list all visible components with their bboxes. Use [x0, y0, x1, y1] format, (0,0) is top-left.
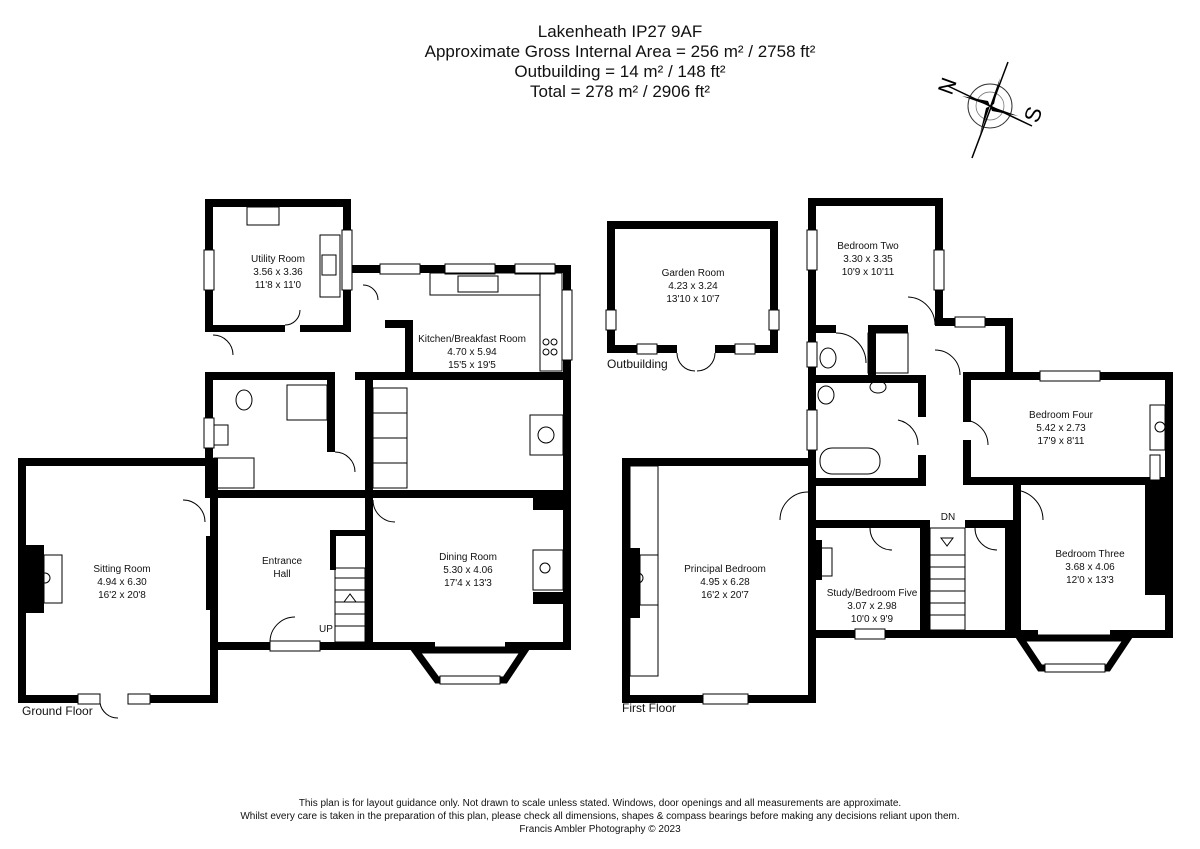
utility-room-imperial: 11'8 x 11'0 — [255, 280, 302, 291]
entrance-hall-name: Entrance — [262, 556, 302, 567]
first-floor-windows — [702, 229, 1161, 705]
utility-room-metric: 3.56 x 3.36 — [253, 267, 303, 278]
ground-floor-fixtures — [39, 206, 564, 719]
principal-bedroom-metric: 4.95 x 6.28 — [700, 577, 750, 588]
total-area: Total = 278 m² / 2906 ft² — [529, 82, 710, 101]
bedroom-four-imperial: 17'9 x 8'11 — [1037, 436, 1084, 447]
utility-room-name: Utility Room — [251, 254, 305, 265]
dn-label: DN — [941, 512, 955, 523]
dining-room-metric: 5.30 x 4.06 — [443, 565, 493, 576]
sitting-room-imperial: 16'2 x 20'8 — [98, 590, 146, 601]
outbuilding-label: Outbuilding — [607, 357, 668, 371]
bedroom-two-imperial: 10'9 x 10'11 — [842, 267, 895, 278]
sitting-room-metric: 4.94 x 6.30 — [97, 577, 147, 588]
first-floor-labels: Bedroom Two 3.30 x 3.35 10'9 x 10'11 Bed… — [622, 241, 1125, 715]
address-title: Lakenheath IP27 9AF — [537, 22, 703, 41]
study-metric: 3.07 x 2.98 — [847, 601, 897, 612]
study-name: Study/Bedroom Five — [827, 588, 918, 599]
bedroom-three-imperial: 12'0 x 13'3 — [1066, 575, 1114, 586]
up-label: UP — [319, 624, 333, 635]
bedroom-three-metric: 3.68 x 4.06 — [1065, 562, 1115, 573]
gross-area: Approximate Gross Internal Area = 256 m²… — [424, 42, 816, 61]
outbuilding-area: Outbuilding = 14 m² / 148 ft² — [514, 62, 726, 81]
outbuilding-walls — [605, 221, 780, 372]
garden-room-name: Garden Room — [662, 268, 725, 279]
bedroom-three-name: Bedroom Three — [1055, 549, 1125, 560]
kitchen-imperial: 15'5 x 19'5 — [448, 360, 496, 371]
principal-bedroom-imperial: 16'2 x 20'7 — [701, 590, 749, 601]
bedroom-two-name: Bedroom Two — [837, 241, 899, 252]
ground-floor-labels: Utility Room 3.56 x 3.36 11'8 x 11'0 Kit… — [22, 254, 526, 718]
compass-north: N — [933, 74, 962, 97]
study-imperial: 10'0 x 9'9 — [851, 614, 894, 625]
ground-floor-label: Ground Floor — [22, 704, 93, 718]
disclaimer-line-2: Whilst every care is taken in the prepar… — [240, 811, 960, 822]
dining-room-name: Dining Room — [439, 552, 497, 563]
entrance-hall-name2: Hall — [273, 569, 290, 580]
copyright-line: Francis Ambler Photography © 2023 — [519, 824, 681, 835]
compass-icon: N S — [933, 61, 1047, 159]
first-floor-fixtures — [629, 296, 1166, 677]
sitting-room-name: Sitting Room — [93, 564, 150, 575]
disclaimer-footer: This plan is for layout guidance only. N… — [0, 797, 1200, 836]
kitchen-metric: 4.70 x 5.94 — [447, 347, 497, 358]
bedroom-four-metric: 5.42 x 2.73 — [1036, 423, 1086, 434]
kitchen-name: Kitchen/Breakfast Room — [418, 334, 526, 345]
garden-room-metric: 4.23 x 3.24 — [668, 281, 718, 292]
dining-room-imperial: 17'4 x 13'3 — [444, 578, 492, 589]
disclaimer-line-1: This plan is for layout guidance only. N… — [298, 798, 902, 809]
first-floor-label: First Floor — [622, 701, 676, 715]
outbuilding-labels: Garden Room 4.23 x 3.24 13'10 x 10'7 Out… — [607, 268, 724, 371]
ground-floor-windows — [77, 229, 573, 705]
garden-room-imperial: 13'10 x 10'7 — [666, 294, 720, 305]
plan-header: Lakenheath IP27 9AF Approximate Gross In… — [0, 22, 1200, 102]
principal-bedroom-name: Principal Bedroom — [684, 564, 766, 575]
bedroom-four-name: Bedroom Four — [1029, 410, 1094, 421]
bedroom-two-metric: 3.30 x 3.35 — [843, 254, 893, 265]
